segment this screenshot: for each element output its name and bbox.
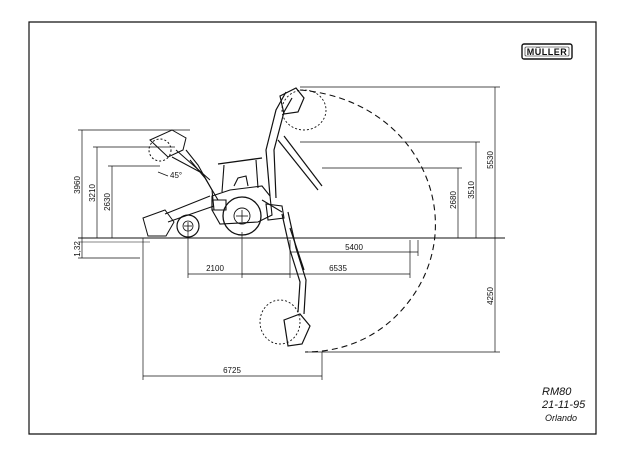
horizontal-dimensions: [143, 228, 418, 380]
title-model: RM80: [542, 386, 572, 398]
front-bucket-raised: [149, 130, 210, 180]
dim-2630: 2630: [103, 193, 112, 211]
dim-132: 1,32: [73, 241, 82, 257]
title-place: Orlando: [545, 413, 577, 423]
rear-wheel: [223, 197, 261, 235]
dim-5400: 5400: [345, 243, 363, 252]
backhoe-boom-lowered: [260, 212, 310, 346]
dim-3960: 3960: [73, 176, 82, 194]
dim-2680: 2680: [449, 191, 458, 209]
dim-6535: 6535: [329, 264, 347, 273]
angle-arc: [158, 172, 168, 176]
backhoe-boom-raised: [266, 88, 326, 198]
dim-3510: 3510: [467, 181, 476, 199]
dim-6725: 6725: [223, 366, 241, 375]
angle-label: 45°: [170, 171, 182, 180]
stabilizer: [266, 204, 284, 220]
right-height-dimensions: [300, 87, 500, 352]
dim-2100: 2100: [206, 264, 224, 273]
front-bucket-lowered: [143, 196, 214, 236]
dim-5530: 5530: [486, 151, 495, 169]
loader-arms: [186, 150, 218, 210]
reach-envelope-arc: [300, 90, 435, 352]
dim-3210: 3210: [88, 184, 97, 202]
dim-4250: 4250: [486, 287, 495, 305]
title-date: 21-11-95: [541, 399, 586, 411]
manufacturer-logo: MÜLLER: [522, 44, 572, 59]
sheet-border: [29, 22, 596, 434]
logo-text: MÜLLER: [527, 47, 568, 57]
